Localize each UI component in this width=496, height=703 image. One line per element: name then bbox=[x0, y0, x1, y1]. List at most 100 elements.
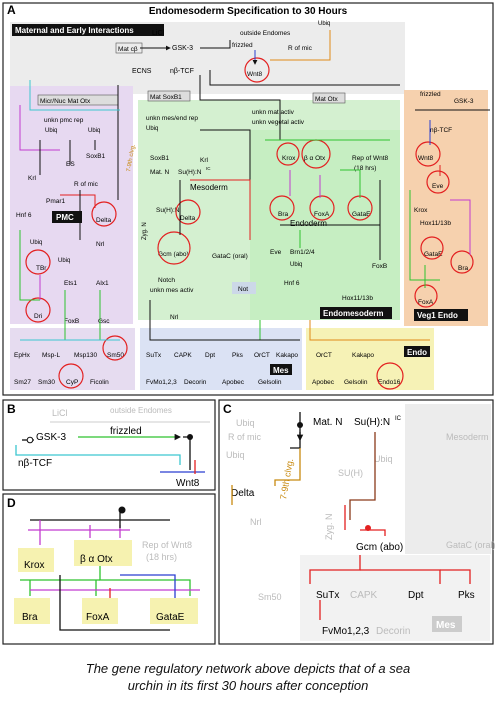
tbr-highlight bbox=[25, 249, 51, 275]
b-ntcf-label: nβ-TCF bbox=[18, 458, 52, 469]
ic-label: IC bbox=[206, 166, 211, 171]
grn-figure: A Endomesoderm Specification to 30 Hours… bbox=[2, 2, 496, 645]
figure-title: Endomesoderm Specification to 30 Hours bbox=[149, 6, 348, 17]
msp130-label: Msp130 bbox=[74, 352, 98, 359]
wnt8-top-highlight bbox=[244, 57, 270, 83]
c-meso-bg bbox=[405, 404, 491, 554]
not-label: Not bbox=[238, 286, 248, 293]
foxb-a-label: FoxB bbox=[372, 263, 387, 270]
d-hrs18: (18 hrs) bbox=[146, 552, 177, 562]
soxb1-meso-label: SoxB1 bbox=[150, 155, 170, 162]
maternal-label: Maternal and Early Interactions bbox=[15, 26, 134, 35]
apobec-a-label: Apobec bbox=[222, 379, 245, 386]
eve-veg-highlight bbox=[426, 170, 450, 194]
hox-veg-label: Hox11/13b bbox=[420, 220, 451, 227]
matcb-label: Mat cβ bbox=[118, 46, 138, 53]
es-label: ES bbox=[66, 161, 75, 168]
pmcrep-label: unkn pmc rep bbox=[44, 117, 84, 124]
ntcf-label: nβ-TCF bbox=[170, 68, 194, 75]
krl-meso-label: Krl bbox=[200, 157, 209, 164]
matn-label: Mat. N bbox=[150, 169, 169, 176]
bra-a-highlight bbox=[269, 195, 295, 221]
endo-label-bg bbox=[404, 346, 430, 357]
cyp-highlight bbox=[58, 363, 84, 389]
gelsolin-a-label: Gelsolin bbox=[258, 379, 282, 386]
sm50-a-label: Sm50 bbox=[107, 352, 124, 359]
figure-caption: The gene regulatory network above depict… bbox=[0, 660, 496, 694]
matotx-box bbox=[312, 92, 346, 104]
c-wires bbox=[231, 412, 471, 620]
sutx-a-label: SuTx bbox=[146, 352, 162, 359]
b-gsk3-label: GSK-3 bbox=[36, 432, 66, 443]
caption-line-1: The gene regulatory network above depict… bbox=[85, 661, 411, 676]
notch-label: Notch bbox=[158, 277, 175, 284]
gsc-label: Gsc bbox=[98, 318, 110, 325]
delta-pmc-highlight bbox=[91, 201, 117, 227]
eve-veg-label: Eve bbox=[432, 183, 444, 190]
alx1-label: Alx1 bbox=[96, 280, 109, 287]
not-box bbox=[232, 282, 256, 294]
ficolin-label: Ficolin bbox=[90, 379, 109, 386]
krox-veg-label: Krox bbox=[414, 207, 428, 214]
clvg-label: 7-9th clvg. bbox=[126, 144, 137, 173]
panel-b-letter: B bbox=[7, 402, 16, 416]
c-delta: Delta bbox=[231, 488, 255, 499]
krox-a-highlight bbox=[276, 142, 300, 166]
b-frizzled-label: frizzled bbox=[110, 426, 142, 437]
panel-d: D Krox β α Otx Rep of Wnt8 (18 hrs) Bra … bbox=[2, 493, 216, 645]
ubiq-meso-1: Ubiq bbox=[146, 126, 158, 132]
pks-a-label: Pks bbox=[232, 352, 244, 359]
panel-d-letter: D bbox=[7, 496, 16, 510]
wnt8-veg-highlight bbox=[415, 141, 441, 167]
panel-b: B LiCl outside Endomes GSK-3 frizzled nβ… bbox=[2, 399, 216, 491]
ecns-label: ECNS bbox=[132, 68, 152, 75]
d-wires bbox=[20, 509, 200, 631]
c-matn-node bbox=[297, 422, 303, 428]
krox-a-label: Krox bbox=[282, 155, 296, 162]
ubiq-pmc-4: Ubiq bbox=[58, 258, 70, 264]
endo16-highlight bbox=[376, 362, 404, 390]
hnf6-a-label: Hnf 6 bbox=[284, 280, 300, 287]
ubiq-pmc-3: Ubiq bbox=[30, 240, 42, 246]
d-foxa: FoxA bbox=[86, 612, 110, 623]
c-ubiq3: Ubiq bbox=[374, 454, 393, 464]
panel-c-letter: C bbox=[223, 402, 232, 416]
bra-veg-highlight bbox=[450, 250, 474, 274]
foxa-a-label: FoxA bbox=[314, 211, 330, 218]
brn-label: Brn1/2/4 bbox=[290, 249, 315, 256]
c-zygn: Zyg. N bbox=[324, 513, 334, 540]
c-ubiq2: Ubiq bbox=[226, 450, 245, 460]
mesactiv-label: unkn mes activ bbox=[150, 287, 194, 294]
matotx-label: Mat Otx bbox=[315, 96, 339, 103]
matsoxb1-box bbox=[147, 90, 191, 102]
pmc-label-bg bbox=[52, 211, 82, 223]
repwnt8-a-label: Rep of Wnt8 bbox=[352, 155, 389, 162]
endo-label: Endo bbox=[407, 348, 427, 357]
endo-targets-region bbox=[306, 328, 434, 390]
hox-a-label: Hox11/13b bbox=[342, 295, 373, 302]
pmc-label: PMC bbox=[56, 213, 74, 222]
endomesoderm-label-bg bbox=[320, 307, 392, 319]
foxb-pmc-label: FoxB bbox=[64, 318, 79, 325]
tbr-label: TBr bbox=[36, 265, 47, 272]
c-suh: Su(H):N bbox=[354, 417, 390, 428]
d-botx-bg bbox=[74, 540, 132, 566]
zygn-label: Zyg. N bbox=[142, 222, 148, 240]
veg1-label-bg bbox=[414, 309, 468, 321]
d-bra-bg bbox=[14, 598, 50, 624]
c-sutx: SuTx bbox=[316, 590, 339, 601]
ephx-label: EpHx bbox=[14, 352, 31, 359]
fvmo-a-label: FvMo1,2,3 bbox=[146, 379, 177, 386]
gelsolin-b-label: Gelsolin bbox=[344, 379, 368, 386]
veg1-label: Veg1 Endo bbox=[417, 311, 458, 320]
foxa-veg-highlight bbox=[414, 284, 438, 308]
mes-label-bg bbox=[270, 364, 292, 375]
d-repwnt8: Rep of Wnt8 bbox=[142, 540, 192, 550]
b-gsk3-node bbox=[26, 436, 34, 444]
d-gatae: GataE bbox=[156, 612, 185, 623]
b-outside-label: outside Endomes bbox=[110, 406, 172, 415]
ubiq-pmc-1: Ubiq bbox=[45, 128, 57, 134]
ntcf-veg-label: nβ-TCF bbox=[430, 127, 452, 134]
d-botx: β α Otx bbox=[80, 554, 113, 565]
c-suh2: SU(H) bbox=[338, 468, 363, 478]
